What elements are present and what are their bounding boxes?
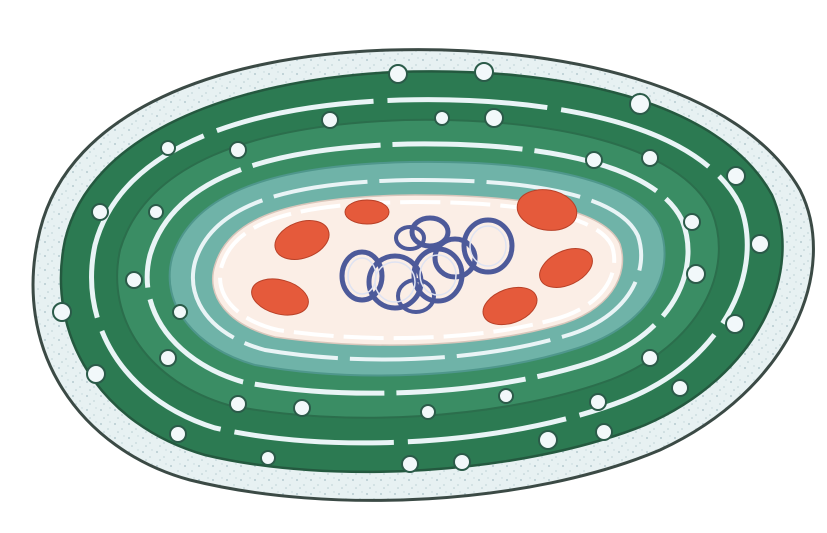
vesicle xyxy=(170,426,186,442)
vesicle xyxy=(684,214,700,230)
vesicle xyxy=(160,350,176,366)
vesicle xyxy=(485,109,503,127)
vesicle xyxy=(87,365,105,383)
vesicle xyxy=(590,394,606,410)
vesicle xyxy=(230,396,246,412)
red-organelle xyxy=(345,200,389,224)
vesicle xyxy=(322,112,338,128)
vesicle xyxy=(230,142,246,158)
vesicle xyxy=(539,431,557,449)
vesicle xyxy=(173,305,187,319)
vesicle xyxy=(421,405,435,419)
vesicle xyxy=(53,303,71,321)
vesicle xyxy=(687,265,705,283)
vesicle xyxy=(596,424,612,440)
vesicle xyxy=(294,400,310,416)
vesicle xyxy=(261,451,275,465)
vesicle xyxy=(672,380,688,396)
vesicle xyxy=(161,141,175,155)
vesicle xyxy=(435,111,449,125)
vesicle xyxy=(499,389,513,403)
vesicle xyxy=(389,65,407,83)
vesicle xyxy=(727,167,745,185)
vesicle xyxy=(630,94,650,114)
vesicle xyxy=(726,315,744,333)
vesicle xyxy=(454,454,470,470)
vesicle xyxy=(642,350,658,366)
vesicle xyxy=(475,63,493,81)
vesicle xyxy=(751,235,769,253)
vesicle xyxy=(126,272,142,288)
vesicle xyxy=(642,150,658,166)
vesicle xyxy=(149,205,163,219)
vesicle xyxy=(92,204,108,220)
vesicle xyxy=(402,456,418,472)
vesicle xyxy=(586,152,602,168)
